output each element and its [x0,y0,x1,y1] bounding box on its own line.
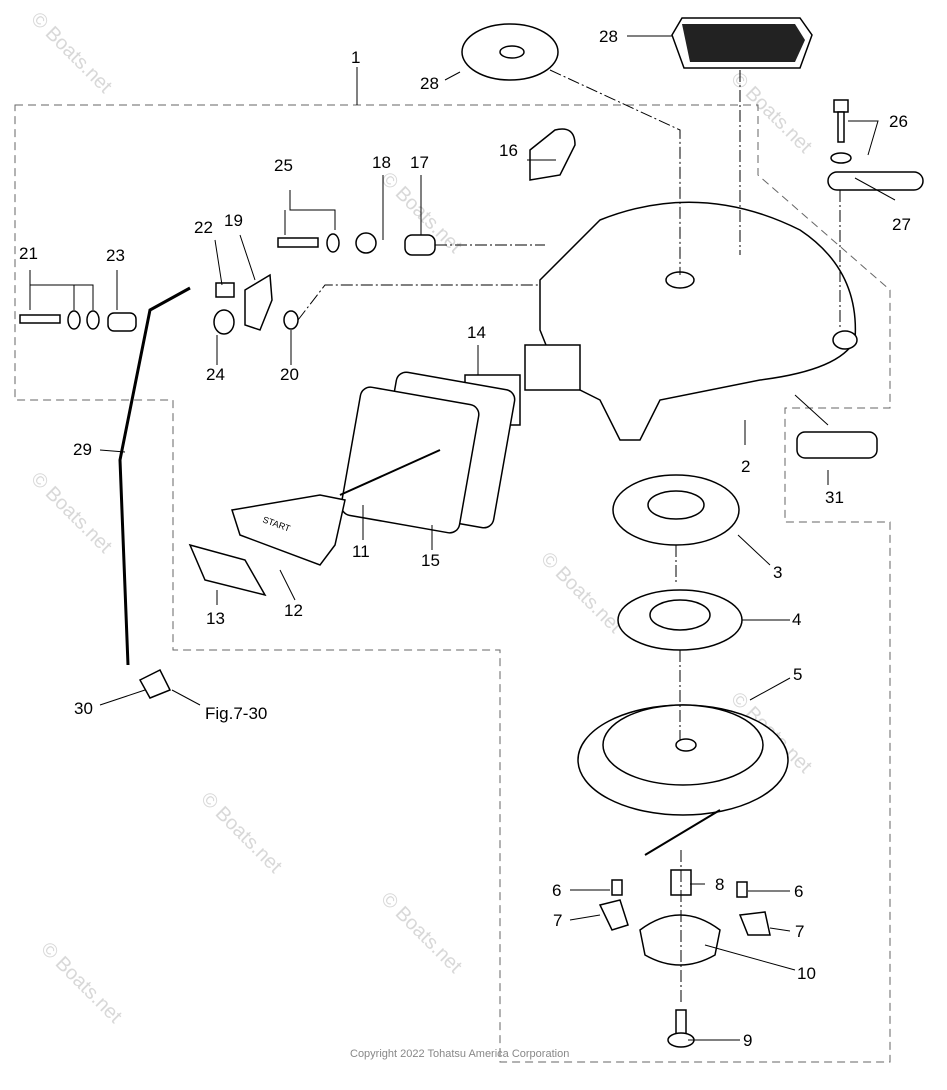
callout-8: 8 [715,875,724,894]
part-22-clip [215,282,235,298]
callout-28: 28 [599,27,618,46]
disc-hole [499,45,525,59]
copyright-text: Copyright 2022 Tohatsu America Corporati… [350,1048,569,1060]
callout-23: 23 [106,246,125,265]
part-10-cam [639,914,721,966]
callout-6: 6 [552,881,561,900]
part-18-spring [355,232,377,254]
part-31-guide [796,431,878,459]
callout-12: 12 [284,601,303,620]
part-23-collar [107,312,137,332]
callout-19: 19 [224,211,243,230]
callout-28: 28 [420,74,439,93]
callout-15: 15 [421,551,440,570]
callout-7: 7 [553,911,562,930]
part-27-plate [827,171,924,191]
callout-13: 13 [206,609,225,628]
callout-24: 24 [206,365,225,384]
part-17-collar [404,234,436,256]
part-30-clip [138,668,172,699]
warning-icons [682,24,805,62]
callout-6: 6 [794,882,803,901]
fig-reference: Fig.7-30 [205,704,267,723]
callout-30: 30 [74,699,93,718]
part-21-screw [19,314,61,324]
callout-5: 5 [793,665,802,684]
callout-20: 20 [280,365,299,384]
callout-11: 11 [352,542,370,561]
part-24-spring [213,309,235,335]
callout-9: 9 [743,1031,752,1050]
part-29-rod [118,286,191,666]
ref-arrow [171,689,201,706]
callout-4: 4 [792,610,801,629]
watermark-text: © Boats.net [26,8,116,98]
callout-labels: 1 28 28 26 27 16 25 18 17 22 19 21 23 24… [19,27,911,1050]
callout-16: 16 [499,141,518,160]
watermark-text: © Boats.net [376,888,466,978]
callout-3: 3 [773,563,782,582]
part-26-bolt [837,111,845,143]
callout-10: 10 [797,964,816,983]
part-26-washer [830,152,852,164]
part-25-screw [277,237,319,248]
part-2-case [539,201,857,441]
part-7-pawl [598,899,629,931]
part-9-bolt [675,1009,687,1036]
part-12-handle [231,494,346,566]
part-15-grommet-front [340,386,480,534]
part-7-pawl [738,911,771,936]
part-19-plate [244,273,273,331]
part-20-washer [283,310,299,330]
callout-27: 27 [892,215,911,234]
callout-1: 1 [351,48,360,67]
part-13-holder [188,543,267,597]
rope-end [644,809,721,856]
assembly-boundary [14,104,891,1063]
part-11-rope [339,449,441,496]
callout-14: 14 [467,323,486,342]
callout-21: 21 [19,244,38,263]
watermark-text: © Boats.net [196,788,286,878]
callout-25: 25 [274,156,293,175]
callout-2: 2 [741,457,750,476]
callout-26: 26 [889,112,908,131]
assembly-axis-lines [297,69,841,1005]
part-5-hub [675,738,697,752]
leader-lines [29,35,896,1041]
callout-17: 17 [410,153,429,172]
part-16-lever [529,128,576,181]
part-6-spring [611,879,623,896]
callout-18: 18 [372,153,391,172]
part-6-spring [736,881,748,898]
part-26-bolt-head [833,99,849,113]
case-mount [832,330,858,350]
watermark-text: © Boats.net [26,468,116,558]
watermark-text: © Boats.net [536,548,626,638]
callout-7: 7 [795,922,804,941]
callout-31: 31 [825,488,844,507]
callout-22: 22 [194,218,213,237]
watermark-text: © Boats.net [36,938,126,1028]
part-21-washer [67,310,81,330]
part-21-washer [86,310,100,330]
callout-29: 29 [73,440,92,459]
part-rope-guide [524,344,581,391]
part-4-inner [649,599,711,631]
part-3-hole [647,490,705,520]
part-25-washer [326,233,340,253]
